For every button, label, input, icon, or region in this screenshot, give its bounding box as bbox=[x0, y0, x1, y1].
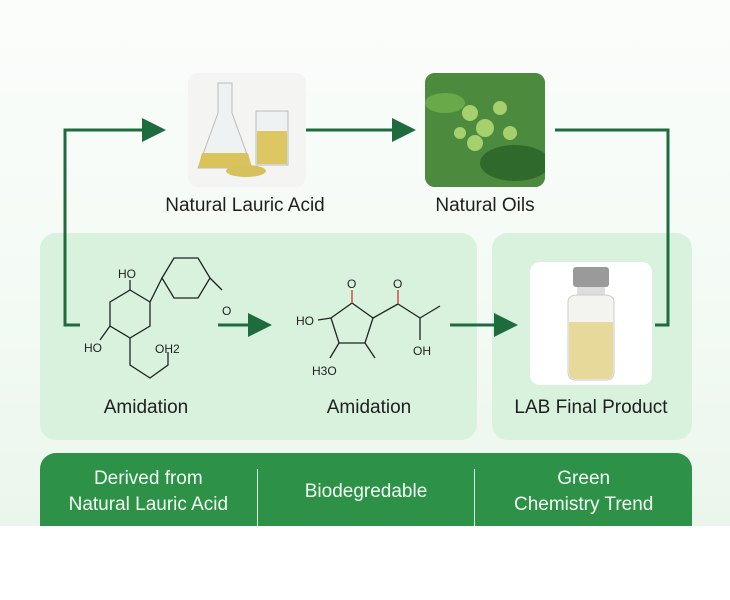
molecule-1-structure bbox=[99, 257, 223, 379]
divider bbox=[474, 469, 476, 526]
benefit-text: Green bbox=[557, 467, 611, 489]
lab-flasks-image bbox=[188, 73, 306, 187]
flow-arrows: HO HO OH2 O O O HO H3O OH bbox=[63, 118, 670, 379]
molecule-2-structure bbox=[317, 290, 441, 359]
final-product-label: LAB Final Product bbox=[514, 397, 668, 418]
arrow-loop-left bbox=[63, 118, 166, 327]
atom-label: OH2 bbox=[155, 342, 180, 356]
atom-label: H3O bbox=[312, 364, 337, 378]
benefit-text: Biodegredable bbox=[304, 480, 428, 502]
lauric-acid-label: Natural Lauric Acid bbox=[165, 195, 325, 216]
atom-label: HO bbox=[84, 341, 102, 355]
benefit-biodegradable: Biodegredable bbox=[258, 453, 475, 526]
atom-label: O bbox=[222, 304, 231, 318]
atom-label: O bbox=[393, 277, 402, 291]
benefit-text: Chemistry Trend bbox=[513, 493, 654, 515]
oil-plant-image bbox=[425, 73, 545, 187]
atom-label: O bbox=[347, 277, 356, 291]
vial-image bbox=[530, 262, 652, 385]
natural-oils-label: Natural Oils bbox=[435, 195, 535, 216]
diagram-canvas: HO HO OH2 O O O HO H3O OH bbox=[0, 0, 730, 526]
benefit-text: Derived from bbox=[93, 467, 203, 489]
divider bbox=[256, 469, 258, 526]
atom-label: OH bbox=[413, 344, 431, 358]
amidation-1-label: Amidation bbox=[103, 397, 189, 418]
amidation-2-label: Amidation bbox=[326, 397, 412, 418]
arrow-loop-right bbox=[555, 128, 670, 327]
benefit-text: Natural Lauric Acid bbox=[68, 493, 229, 515]
atom-label: HO bbox=[296, 314, 314, 328]
atom-label: HO bbox=[118, 267, 136, 281]
